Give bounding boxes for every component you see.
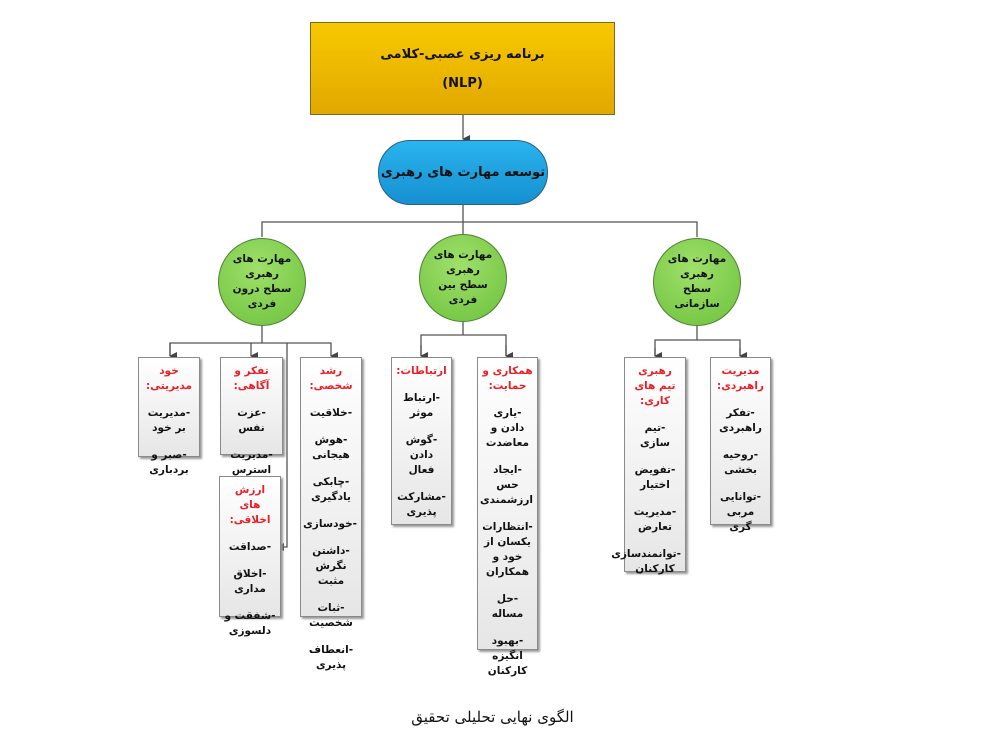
box-item: -تیم سازی <box>640 422 670 449</box>
box-item: -یاری دادن و معاضدت <box>485 407 530 449</box>
box-item: -مدیریت استرس <box>230 449 273 476</box>
box-cooperation-support: همکاری و حمایت: -یاری دادن و معاضدت -ایجاد… <box>477 357 538 677</box>
box-item: -انتظارات یکسان از خود و همکاران <box>482 521 533 578</box>
box-item: -عزت نفس <box>237 407 266 434</box>
box-item: -خودسازی <box>303 518 357 530</box>
box-item: -ارتباط موثر <box>402 392 441 419</box>
level-interpersonal: مهارت های رهبری سطح بین فردی <box>419 234 507 322</box>
box-team-leadership: رهبری تیم های کاری: -تیم سازی -تفویض اختیا… <box>611 357 686 575</box>
level-intrapersonal: مهارت های رهبری سطح درون فردی <box>218 238 306 326</box>
leadership-skills-node: توسعه مهارت های رهبری <box>378 140 548 205</box>
box-item: -توانمندسازی کارکنان <box>611 548 681 575</box>
box-title: همکاری و حمایت: <box>482 365 533 392</box>
box-item: -تفکر راهبردی <box>719 407 762 434</box>
box-item: -هوش هیجانی <box>312 434 350 461</box>
box-title: مدیریت راهبردی: <box>717 365 764 392</box>
box-item: -حل مساله <box>491 593 524 620</box>
nlp-root-node: برنامه ریزی عصبی-کلامی (NLP) <box>310 22 615 115</box>
box-item: -چابکی یادگیری <box>311 476 351 503</box>
box-item: -مشارکت پذیری <box>397 491 446 518</box>
box-item: -صداقت <box>228 541 272 553</box>
box-item: -گوش دادن فعال <box>405 434 438 476</box>
box-communication: ارتباطات: -ارتباط موثر -گوش دادن فعال -مشار… <box>391 357 452 525</box>
box-item: -ایجاد حس ارزشمندی <box>479 464 533 506</box>
box-item: -تفویض اختیار <box>634 464 676 491</box>
figure-caption: الگوی نهایی تحلیلی تحقیق <box>411 708 574 726</box>
box-title: ارتباطات: <box>396 365 447 377</box>
level-organizational: مهارت های رهبری سطح سازمانی <box>653 238 741 326</box>
box-item: -خلاقیت <box>309 407 353 419</box>
box-item: -ثبات شخصیت <box>309 602 353 629</box>
box-strategic-management: مدیریت راهبردی: -تفکر راهبردی -روحیه بخشی -… <box>710 357 771 533</box>
box-title: ارزش های اخلاقی: <box>229 484 271 526</box>
box-title: رهبری تیم های کاری: <box>634 365 676 407</box>
box-ethical-values: ارزش های اخلاقی: -صداقت -اخلاق مداری -شفقت … <box>219 476 281 637</box>
box-item: -داشتن نگرش مثبت <box>312 545 350 587</box>
root-title: برنامه ریزی عصبی-کلامی <box>380 46 545 62</box>
box-item: -انعطاف پذیری <box>308 644 354 671</box>
box-item: -مدیریت تعارض <box>633 506 677 533</box>
box-item: -صبر و بردباری <box>149 449 189 476</box>
box-title: رشد شخصی: <box>309 365 353 392</box>
box-title: تفکر و آگاهی: <box>233 365 270 392</box>
box-item: -شفقت و دلسوزی <box>224 610 276 637</box>
box-item: -روحیه بخشی <box>722 449 759 476</box>
box-item: -بهبود انگیزه کارکنان <box>487 635 528 677</box>
box-thinking-awareness: تفکر و آگاهی: -عزت نفس -مدیریت استرس <box>220 357 283 476</box>
box-title: خود مدیریتی: <box>145 365 193 392</box>
box-personal-growth: رشد شخصی: -خلاقیت -هوش هیجانی -چابکی یادگیر… <box>300 357 362 671</box>
root-subtitle: (NLP) <box>442 75 483 91</box>
box-item: -مدیریت بر خود <box>147 407 191 434</box>
box-item: -اخلاق مداری <box>233 568 267 595</box>
box-item: -توانایی مربی گری <box>720 491 761 533</box>
box-self-management: خود مدیریتی: -مدیریت بر خود -صبر و بردباری <box>138 357 200 476</box>
